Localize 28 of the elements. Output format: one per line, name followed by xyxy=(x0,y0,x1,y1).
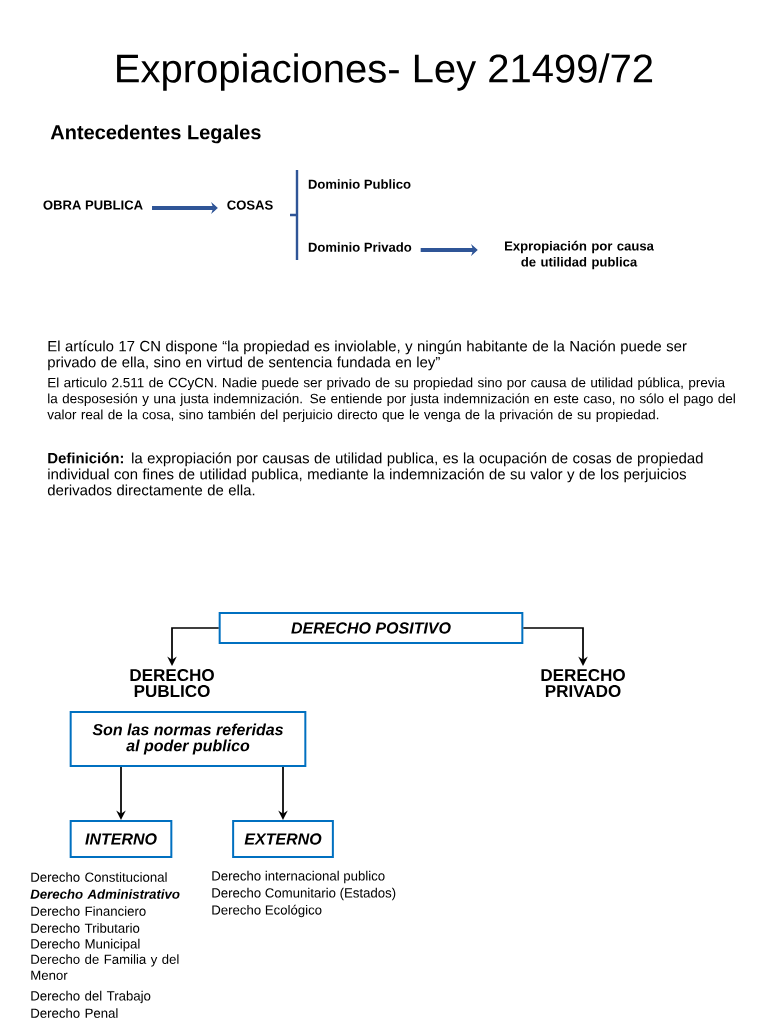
list-item: Derecho de Familia y del Menor xyxy=(31,954,179,980)
list-item: Derecho Ecológico xyxy=(212,904,322,918)
concept-box: Son las normas referidas al poder publico xyxy=(69,711,307,767)
list-item: Derecho Municipal xyxy=(31,938,140,952)
concept-box: INTERNO xyxy=(69,820,173,858)
list-item: Derecho Penal xyxy=(31,1008,118,1018)
list-item: Derecho Administrativo xyxy=(30,889,180,899)
list-item: Derecho internacional publico xyxy=(212,870,385,884)
concept-label: DERECHO PRIVADO xyxy=(541,668,625,698)
concept-label: Dominio Privado xyxy=(308,242,412,252)
concept-label: Dominio Publico xyxy=(308,179,411,189)
paragraph: El articulo 2.511 de CCyCN. Nadie puede ser privado de su propiedad sino por causa de utilidad pública, previa la desposesión y una justa indemnización. Se entiende por justa indemnización en este caso, no sólo el pago del valor real de la cosa, sino también del perjuicio directo que le venga de la privación de su propiedad. xyxy=(47,377,735,422)
list-item: Derecho Comunitario (Estados) xyxy=(212,887,396,901)
definition-paragraph: Definición: la expropiación por causas de utilidad publica, es la ocupación de cosas de propiedad individual con fines de utilidad publica, mediante la indemnización de su valor y de los perjuicios derivados directamente de ella. xyxy=(47,452,703,496)
concept-label: COSAS xyxy=(227,200,273,210)
title: Expropiaciones- Ley 21499/72 xyxy=(117,53,653,91)
paragraph: El artículo 17 CN dispone “la propiedad es inviolable, y ningún habitante de la Nación puede ser privado de ella, sino en virtud de sentencia fundada en ley” xyxy=(48,340,687,371)
list-item: Derecho Financiero xyxy=(31,906,146,916)
concept-label: DERECHO PUBLICO xyxy=(130,668,214,698)
list-item: Derecho del Trabajo xyxy=(31,990,151,1004)
concept-box: DERECHO POSITIVO xyxy=(218,612,524,644)
list-item: Derecho Constitucional xyxy=(31,872,167,882)
list-item: Derecho Tributario xyxy=(31,923,140,933)
section-heading: Antecedentes Legales xyxy=(50,124,261,144)
concept-box: EXTERNO xyxy=(232,820,334,858)
concept-label: OBRA PUBLICA xyxy=(43,200,143,210)
concept-label: Expropiación por causa de utilidad publica xyxy=(505,240,654,270)
arrow xyxy=(522,627,588,666)
